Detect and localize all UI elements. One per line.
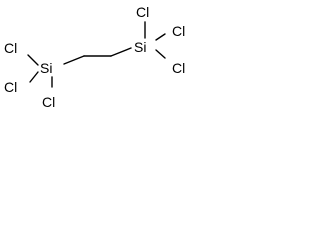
atom-cl-right-1: Cl [136, 4, 149, 20]
bond-si-right-cl-upper [155, 33, 166, 41]
bond-si-left-cl-top [27, 54, 39, 66]
bond-si-left-cl-mid [29, 71, 39, 83]
atom-cl-right-3: Cl [172, 60, 185, 76]
atom-si-left: Si [40, 60, 52, 76]
atom-cl-left-2: Cl [4, 79, 17, 95]
bond-si-right-cl-lower [155, 49, 166, 59]
bond-si-left-ch2 [63, 55, 85, 65]
atom-cl-left-3: Cl [42, 94, 55, 110]
atom-cl-right-2: Cl [172, 23, 185, 39]
bond-ch2-si-right [110, 47, 132, 57]
atom-cl-left-1: Cl [4, 40, 17, 56]
structure-diagram: Si Cl Cl Cl Si Cl Cl Cl [4, 4, 185, 110]
atom-si-right: Si [134, 39, 146, 55]
